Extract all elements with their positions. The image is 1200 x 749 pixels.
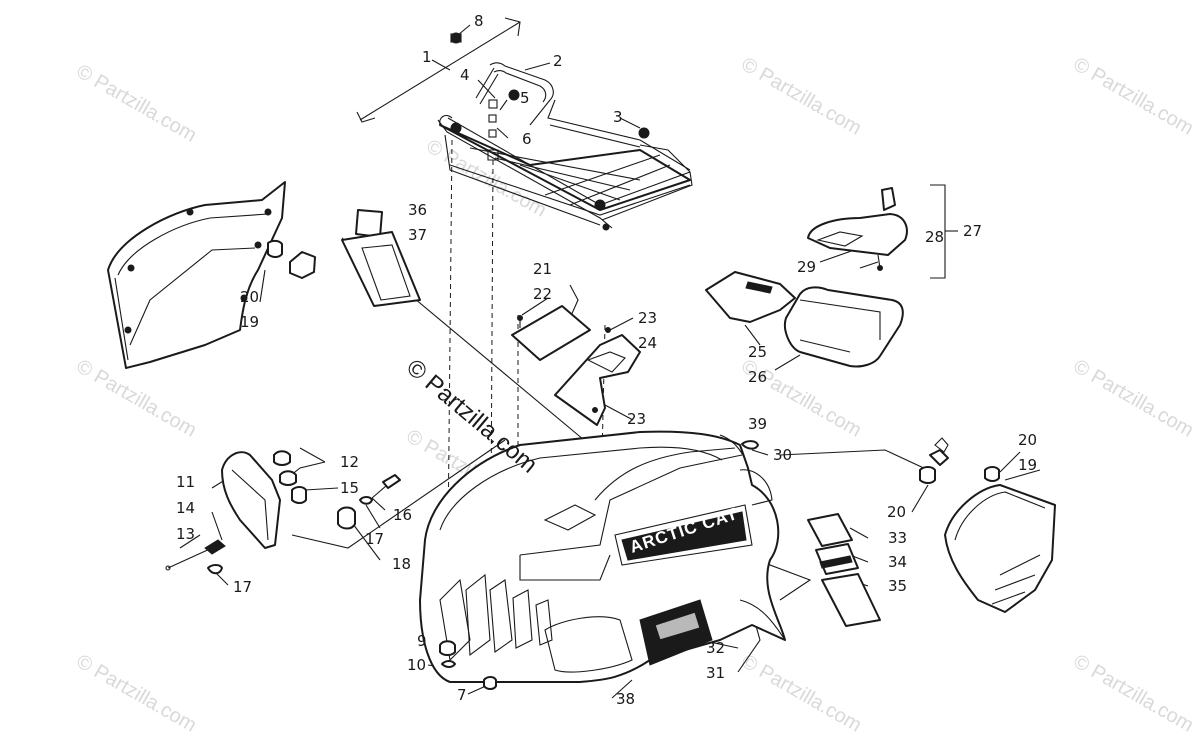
callout-9: 9	[417, 632, 427, 650]
front-rack	[437, 32, 693, 231]
callout-27: 27	[963, 222, 982, 240]
callout-18: 18	[392, 555, 411, 573]
callout-39: 39	[748, 415, 767, 433]
decals-33-35	[807, 513, 881, 627]
callout-33: 33	[888, 529, 907, 547]
callout-5: 5	[520, 89, 530, 107]
callout-22: 22	[533, 285, 552, 303]
callout-24: 24	[638, 334, 657, 352]
decals-36-37	[341, 209, 421, 307]
callout-2: 2	[553, 52, 563, 70]
storage-bin	[705, 271, 904, 368]
bracket-24	[554, 327, 641, 426]
left-fender-panel	[107, 181, 316, 369]
callout-7: 7	[457, 686, 467, 704]
callout-20-right-top: 20	[1018, 431, 1037, 449]
callout-15: 15	[340, 479, 359, 497]
watermark: © Partzilla.com	[738, 650, 866, 736]
callout-30: 30	[773, 446, 792, 464]
watermark: © Partzilla.com	[73, 355, 201, 441]
callout-31: 31	[706, 664, 725, 682]
watermark: © Partzilla.com	[1070, 53, 1198, 139]
callout-6: 6	[522, 130, 532, 148]
watermark: © Partzilla.com	[1070, 355, 1198, 441]
callout-26: 26	[748, 368, 767, 386]
callout-12: 12	[340, 453, 359, 471]
callout-16: 16	[393, 506, 412, 524]
callout-23-bottom: 23	[627, 410, 646, 428]
callout-17-right: 17	[365, 530, 384, 548]
callout-21: 21	[533, 260, 552, 278]
storage-lid	[807, 187, 908, 271]
callout-11: 11	[176, 473, 195, 491]
tow-hook-assembly	[165, 450, 401, 575]
callout-25: 25	[748, 343, 767, 361]
callout-3: 3	[613, 108, 623, 126]
hardware	[439, 449, 949, 690]
watermark: © Partzilla.com	[1070, 650, 1198, 736]
callout-10: 10	[407, 656, 426, 674]
callout-28: 28	[925, 228, 944, 246]
watermark: © Partzilla.com	[73, 650, 201, 736]
callout-34: 34	[888, 553, 907, 571]
callout-8: 8	[474, 12, 484, 30]
callout-4: 4	[460, 66, 470, 84]
watermark: © Partzilla.com	[73, 60, 201, 146]
callout-19-left: 19	[240, 313, 259, 331]
callout-19-right: 19	[1018, 456, 1037, 474]
callout-1: 1	[422, 48, 432, 66]
callout-38: 38	[616, 690, 635, 708]
callout-35: 35	[888, 577, 907, 595]
watermark: © Partzilla.com	[738, 53, 866, 139]
callout-13: 13	[176, 525, 195, 543]
callout-20-left: 20	[240, 288, 259, 306]
callout-14: 14	[176, 499, 195, 517]
callout-32: 32	[706, 639, 725, 657]
callout-29: 29	[797, 258, 816, 276]
callout-17-left: 17	[233, 578, 252, 596]
callout-36: 36	[408, 201, 427, 219]
access-panel	[511, 305, 591, 361]
callout-37: 37	[408, 226, 427, 244]
callout-23-top: 23	[638, 309, 657, 327]
right-side-panel	[919, 437, 1056, 613]
front-body: ARCTIC CAT	[419, 430, 786, 683]
callout-labels: 8 1 2 4 5 3 6 36 37 20 19 21 22 23 24 23…	[176, 12, 1037, 708]
callout-20-right: 20	[887, 503, 906, 521]
